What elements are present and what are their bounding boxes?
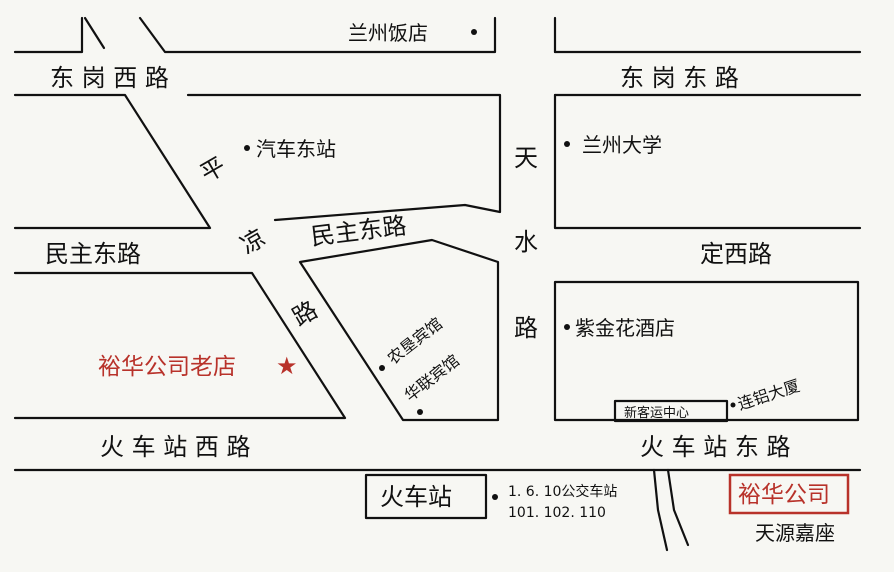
road-label-ding-xi-lu: 定西路 [700, 240, 772, 268]
place-bus-routes-2: 101. 102. 110 [508, 505, 606, 521]
block-hotels [298, 238, 500, 422]
road-top-left-corner [13, 16, 84, 54]
block-left-mid [13, 93, 212, 230]
highlight-labels: 裕华公司老店 ★ 裕华公司 [98, 352, 830, 508]
road-label-huo-che-zhan-dong-lu: 火 车 站 东 路 [640, 433, 791, 461]
highlight-company: 裕华公司 [738, 482, 830, 508]
road-label-dong-gang-dong-lu: 东 岗 东 路 [620, 64, 739, 92]
road-label-tian-shui-2: 水 [514, 228, 538, 256]
place-lianlv-building-dot [730, 402, 736, 408]
place-lianlv-building: 连铝大厦 [735, 376, 802, 414]
place-passenger-center: 新客运中心 [624, 405, 689, 421]
place-bus-routes-1: 1. 6. 10公交车站 [508, 483, 617, 500]
place-nongken-hotel: 农垦宾馆 [384, 314, 446, 368]
place-lanzhou-hotel-dot [471, 29, 477, 35]
road-label-tian-shui-1: 天 [514, 144, 538, 172]
place-hualian-hotel-dot [417, 409, 423, 415]
place-lanzhou-university-dot [564, 141, 570, 147]
passenger-center-box [613, 399, 729, 423]
road-label-min-zhu-dong-lu-left: 民主东路 [45, 240, 141, 268]
road-label-ping-liang-2: 凉 [236, 224, 271, 260]
block-left-low [13, 271, 347, 420]
place-zijinhua-hotel: 紫金花酒店 [575, 316, 675, 340]
place-lanzhou-hotel: 兰州饭店 [348, 21, 428, 45]
road-label-ping-liang-1: 平 [196, 152, 231, 188]
road-top-block [138, 16, 497, 54]
place-hualian-hotel: 华联宾馆 [401, 351, 463, 405]
place-bus-east-station: 汽车东站 [256, 137, 336, 161]
railway-track-b [666, 468, 690, 547]
place-bus-east-station-dot [244, 145, 250, 151]
road-label-ping-liang-3: 路 [288, 296, 323, 332]
road-label-tian-shui-3: 路 [514, 314, 538, 342]
road-small-diagonal [83, 16, 106, 50]
place-railway-station: 火车站 [380, 483, 452, 511]
road-label-min-zhu-dong-lu-mid: 民主东路 [309, 211, 408, 250]
block-lanzhou-univ-side [553, 93, 862, 230]
railway-track-a [652, 468, 669, 552]
road-label-huo-che-zhan-xi-lu: 火 车 站 西 路 [100, 433, 251, 461]
block-zijinhua [553, 280, 860, 422]
railway-station-box [364, 473, 488, 520]
block-bus-station [186, 93, 502, 222]
road-network [13, 16, 862, 552]
place-bus-stop-dot [492, 494, 498, 500]
place-nongken-hotel-dot [379, 365, 385, 371]
place-zijinhua-hotel-dot [564, 324, 570, 330]
highlight-old-store: 裕华公司老店 [98, 354, 236, 380]
place-tianyuan: 天源嘉座 [755, 521, 835, 545]
company-highlight-box [728, 473, 850, 515]
road-label-dong-gang-xi-lu: 东 岗 西 路 [50, 64, 169, 92]
place-lanzhou-university: 兰州大学 [582, 133, 662, 157]
star-icon: ★ [276, 352, 298, 380]
